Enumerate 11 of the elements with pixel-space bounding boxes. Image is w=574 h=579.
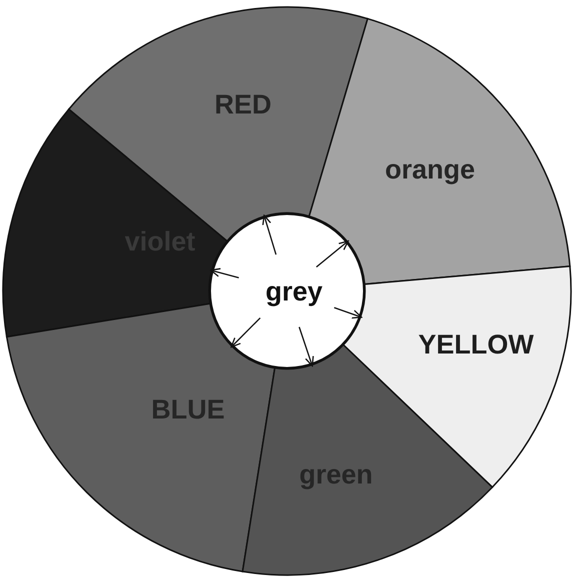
center-label: grey bbox=[265, 276, 323, 308]
segment-label: BLUE bbox=[151, 394, 225, 426]
segment-label: orange bbox=[384, 154, 476, 186]
segment-label: YELLOW bbox=[418, 330, 534, 360]
arrow bbox=[316, 240, 349, 268]
segment-label: RED bbox=[214, 90, 272, 120]
arrow bbox=[230, 317, 261, 348]
arrow bbox=[334, 306, 362, 319]
arrow bbox=[262, 214, 277, 255]
arrow bbox=[210, 268, 239, 278]
arrow bbox=[298, 326, 314, 367]
